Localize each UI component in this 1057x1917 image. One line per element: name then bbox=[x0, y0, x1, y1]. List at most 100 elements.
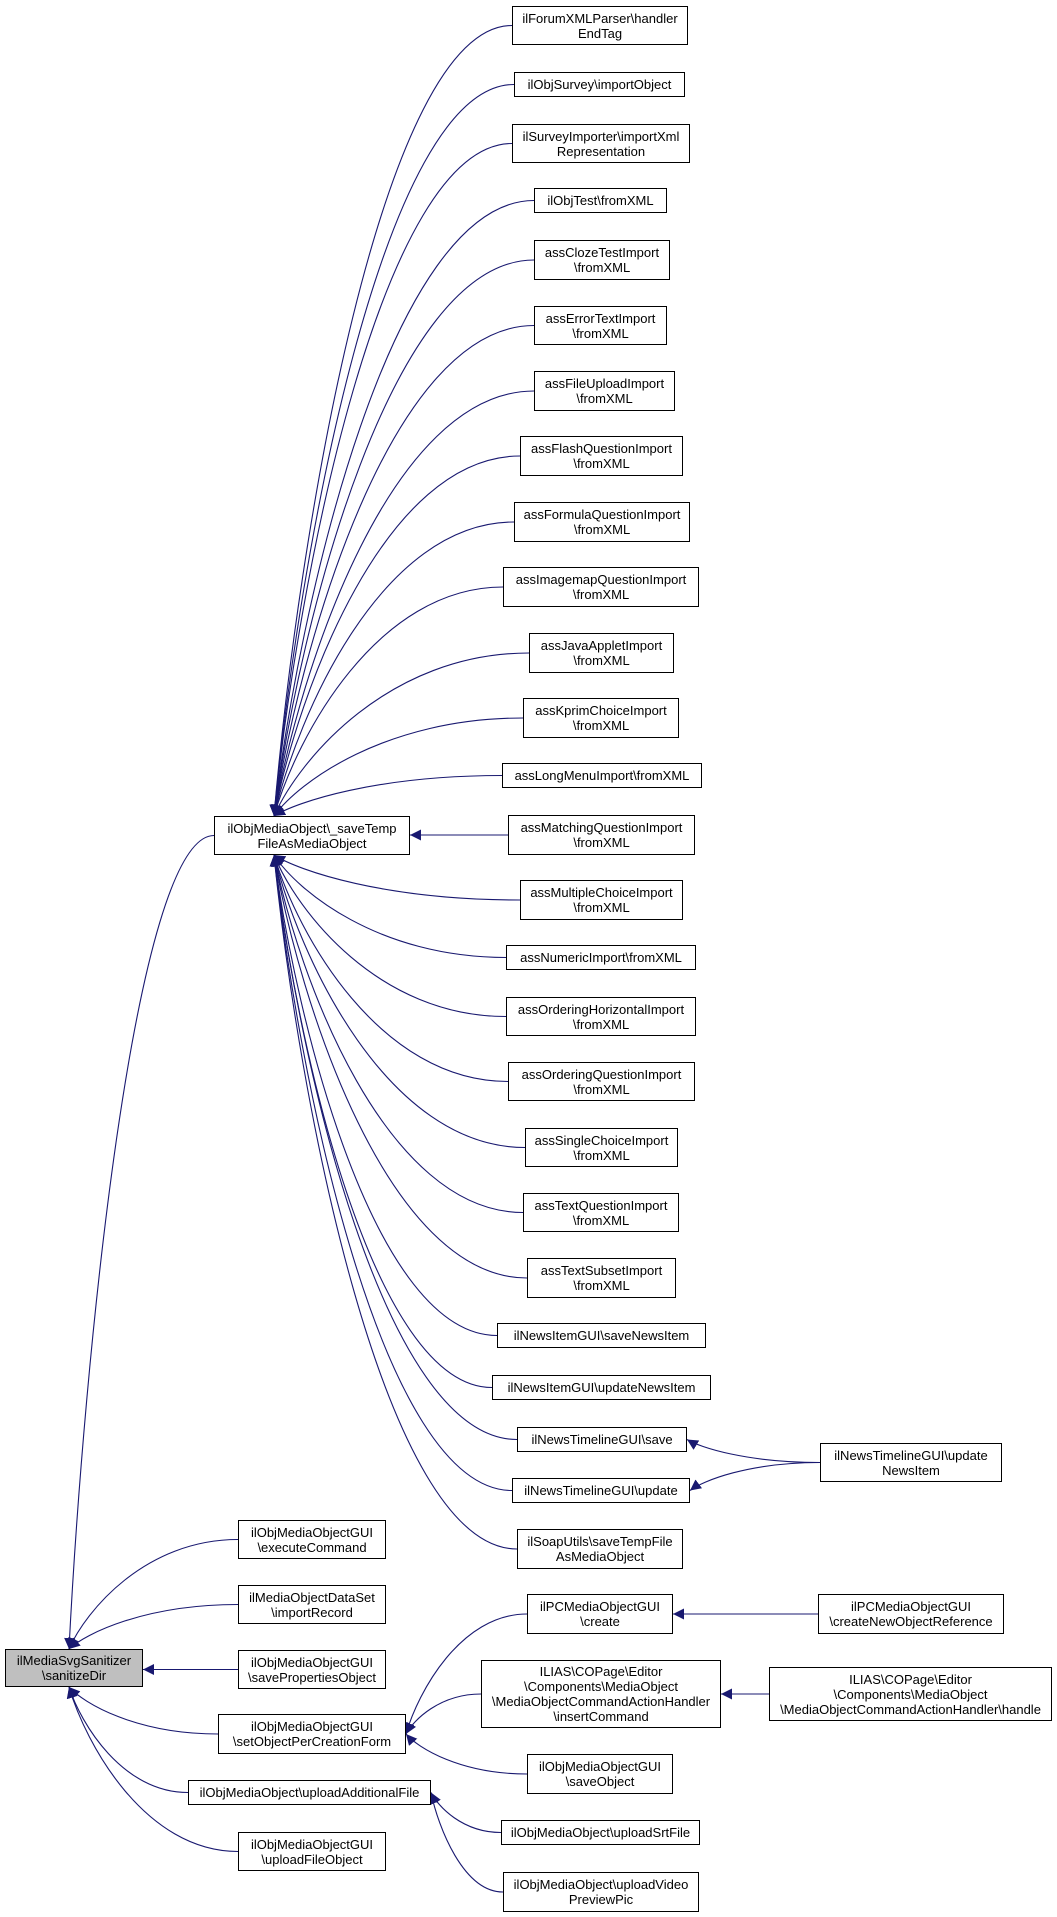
node-label-line: \Components\MediaObject bbox=[524, 1679, 678, 1694]
node-label-line: ilPCMediaObjectGUI bbox=[851, 1599, 971, 1614]
call-edge-saveobj-to-setperform bbox=[405, 1733, 528, 1775]
node-label-line: \fromXML bbox=[572, 587, 630, 602]
node-label-line: \fromXML bbox=[573, 1081, 630, 1097]
node-label-line: ilObjMediaObjectGUI bbox=[250, 1836, 374, 1852]
node-news-item-save[interactable]: ilNewsItemGUI\saveNewsItem bbox=[497, 1323, 706, 1348]
node-file-upload-import[interactable]: assFileUploadImport\fromXML bbox=[534, 371, 675, 411]
node-label-line: assNumericImport\fromXML bbox=[520, 950, 682, 965]
node-create-new-object-reference[interactable]: ilPCMediaObjectGUI\createNewObjectRefere… bbox=[818, 1594, 1004, 1634]
node-ordering-horizontal-import[interactable]: assOrderingHorizontalImport\fromXML bbox=[506, 997, 696, 1036]
call-edge-dataset-to-sanitize bbox=[68, 1603, 239, 1650]
node-label-line: ILIAS\COPage\Editor bbox=[849, 1671, 972, 1687]
node-news-item-update[interactable]: ilNewsItemGUI\updateNewsItem bbox=[492, 1375, 711, 1400]
node-command-action-handler-handle[interactable]: ILIAS\COPage\Editor\Components\MediaObje… bbox=[769, 1667, 1052, 1721]
node-label-line: ilNewsTimelineGUI\save bbox=[531, 1432, 673, 1447]
node-label-line: assTextQuestionImport bbox=[534, 1197, 668, 1213]
call-edge-uploadvid-to-uploadadd bbox=[427, 1792, 504, 1893]
call-edge-flash-to-saveTemp bbox=[270, 455, 521, 817]
node-obj-survey-import-object[interactable]: ilObjSurvey\importObject bbox=[514, 72, 685, 97]
call-edge-multiple-to-saveTemp bbox=[273, 854, 521, 901]
node-matching-question-import[interactable]: assMatchingQuestionImport\fromXML bbox=[508, 815, 695, 855]
node-media-object-data-set-import-record[interactable]: ilMediaObjectDataSet\importRecord bbox=[238, 1585, 386, 1624]
node-obj-test-from-xml[interactable]: ilObjTest\fromXML bbox=[534, 188, 667, 213]
node-text-subset-import[interactable]: assTextSubsetImport\fromXML bbox=[527, 1258, 676, 1298]
node-label-line: assFileUploadImport bbox=[544, 376, 665, 391]
node-label-line: \fromXML bbox=[572, 718, 630, 733]
node-label-line: ilObjMediaObjectGUI bbox=[250, 1654, 374, 1670]
node-java-applet-import[interactable]: assJavaAppletImport\fromXML bbox=[529, 633, 674, 673]
node-label-line: \MediaObjectCommandActionHandler bbox=[491, 1694, 711, 1709]
node-upload-file-object[interactable]: ilObjMediaObjectGUI\uploadFileObject bbox=[238, 1832, 386, 1871]
node-label-line: \fromXML bbox=[576, 391, 633, 406]
node-label-line: assMultipleChoiceImport bbox=[530, 885, 673, 900]
node-error-text-import[interactable]: assErrorTextImport\fromXML bbox=[534, 306, 667, 345]
node-label-line: FileAsMediaObject bbox=[257, 835, 367, 851]
node-text-question-import[interactable]: assTextQuestionImport\fromXML bbox=[523, 1193, 679, 1232]
node-set-object-per-creation-form[interactable]: ilObjMediaObjectGUI\setObjectPerCreation… bbox=[218, 1714, 406, 1754]
node-pc-media-object-create[interactable]: ilPCMediaObjectGUI\create bbox=[527, 1594, 673, 1634]
node-ordering-question-import[interactable]: assOrderingQuestionImport\fromXML bbox=[508, 1062, 695, 1101]
call-edge-insertcmd-to-setperform bbox=[405, 1693, 482, 1735]
node-label-line: ilNewsItemGUI\updateNewsItem bbox=[507, 1380, 696, 1395]
node-long-menu-import[interactable]: assLongMenuImport\fromXML bbox=[502, 763, 702, 788]
call-edge-numeric-to-saveTemp bbox=[273, 854, 507, 959]
node-label-line: ilNewsItemGUI\saveNewsItem bbox=[513, 1328, 690, 1343]
node-label-line: PreviewPic bbox=[568, 1892, 634, 1907]
node-cloze-test-import[interactable]: assClozeTestImport\fromXML bbox=[534, 240, 670, 280]
node-label-line: \savePropertiesObject bbox=[248, 1669, 376, 1685]
call-edge-formula-to-saveTemp bbox=[271, 521, 515, 817]
node-multiple-choice-import[interactable]: assMultipleChoiceImport\fromXML bbox=[520, 880, 683, 920]
node-label-line: \executeCommand bbox=[257, 1539, 367, 1555]
call-edge-cloze-to-saveTemp bbox=[270, 259, 535, 817]
node-label-line: \fromXML bbox=[573, 653, 630, 668]
node-label-line: assSingleChoiceImport bbox=[534, 1132, 669, 1148]
node-formula-question-import[interactable]: assFormulaQuestionImport\fromXML bbox=[514, 502, 690, 542]
node-sanitize-dir[interactable]: ilMediaSvgSanitizer\sanitizeDir bbox=[5, 1649, 143, 1687]
node-label-line: \Components\MediaObject bbox=[833, 1686, 988, 1702]
node-label-line: \createNewObjectReference bbox=[829, 1614, 993, 1629]
node-label-line: assOrderingQuestionImport bbox=[521, 1066, 682, 1082]
node-label-line: assLongMenuImport\fromXML bbox=[514, 768, 690, 783]
node-execute-command[interactable]: ilObjMediaObjectGUI\executeCommand bbox=[238, 1520, 386, 1559]
node-label-line: \fromXML bbox=[573, 456, 630, 471]
node-label-line: \uploadFileObject bbox=[261, 1851, 363, 1867]
node-label-line: assJavaAppletImport bbox=[540, 638, 663, 653]
node-label-line: \fromXML bbox=[573, 835, 630, 850]
node-label-line: ilSurveyImporter\importXml bbox=[522, 128, 680, 144]
call-edge-longmenu-to-saveTemp bbox=[273, 774, 503, 817]
node-insert-command[interactable]: ILIAS\COPage\Editor\Components\MediaObje… bbox=[481, 1660, 721, 1728]
node-label-line: NewsItem bbox=[882, 1462, 940, 1478]
call-edge-objtest-to-saveTemp bbox=[269, 199, 535, 817]
node-label-line: assOrderingHorizontalImport bbox=[517, 1001, 685, 1017]
node-label-line: ilObjMediaObjectGUI bbox=[250, 1524, 374, 1540]
node-label-line: ilObjMediaObject\_saveTemp bbox=[227, 820, 397, 836]
node-flash-question-import[interactable]: assFlashQuestionImport\fromXML bbox=[520, 436, 683, 476]
call-edge-forumxml-to-saveTemp bbox=[269, 24, 513, 817]
node-label-line: \saveObject bbox=[565, 1774, 635, 1789]
node-news-timeline-update[interactable]: ilNewsTimelineGUI\update bbox=[512, 1478, 690, 1503]
node-label-line: ilObjMediaObject\uploadVideo bbox=[513, 1877, 689, 1892]
node-upload-additional-file[interactable]: ilObjMediaObject\uploadAdditionalFile bbox=[188, 1780, 431, 1805]
node-imagemap-question-import[interactable]: assImagemapQuestionImport\fromXML bbox=[503, 567, 699, 607]
node-upload-srt-file[interactable]: ilObjMediaObject\uploadSrtFile bbox=[501, 1820, 700, 1845]
node-label-line: ilNewsTimelineGUI\update bbox=[834, 1447, 988, 1463]
node-save-object[interactable]: ilObjMediaObjectGUI\saveObject bbox=[527, 1754, 673, 1794]
node-label-line: ilMediaSvgSanitizer bbox=[16, 1653, 132, 1668]
node-single-choice-import[interactable]: assSingleChoiceImport\fromXML bbox=[525, 1128, 678, 1167]
node-save-properties-object[interactable]: ilObjMediaObjectGUI\savePropertiesObject bbox=[238, 1650, 386, 1689]
node-label-line: \insertCommand bbox=[553, 1709, 649, 1724]
node-news-timeline-save[interactable]: ilNewsTimelineGUI\save bbox=[517, 1427, 687, 1452]
node-label-line: assKprimChoiceImport bbox=[535, 703, 667, 718]
node-kprim-choice-import[interactable]: assKprimChoiceImport\fromXML bbox=[523, 698, 679, 738]
node-label-line: \fromXML bbox=[573, 1278, 630, 1293]
node-numeric-import[interactable]: assNumericImport\fromXML bbox=[506, 945, 696, 970]
node-label-line: assFlashQuestionImport bbox=[531, 441, 672, 456]
call-edge-uploadfile-to-sanitize bbox=[66, 1686, 239, 1853]
node-label-line: ilObjSurvey\importObject bbox=[527, 77, 672, 92]
